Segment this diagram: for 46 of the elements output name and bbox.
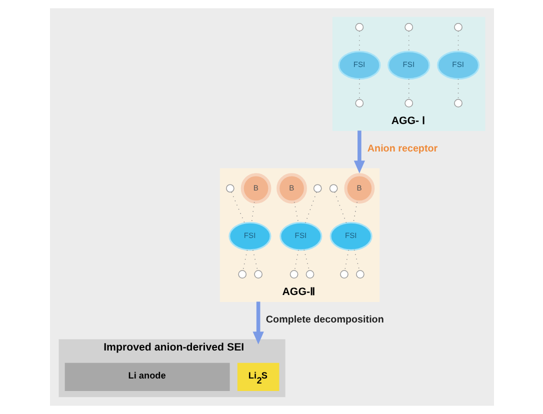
node-circle bbox=[454, 99, 462, 108]
connector bbox=[352, 202, 357, 224]
node-circle bbox=[238, 270, 246, 278]
connector bbox=[344, 250, 349, 271]
connector bbox=[250, 202, 254, 223]
node-circle bbox=[340, 270, 348, 278]
node-circle: B bbox=[344, 173, 374, 204]
connector bbox=[304, 192, 316, 224]
connector bbox=[457, 30, 458, 52]
node-circle bbox=[404, 23, 413, 32]
connector bbox=[408, 30, 409, 52]
connector bbox=[252, 250, 258, 271]
connector bbox=[457, 78, 458, 100]
node-circle bbox=[404, 99, 413, 108]
edge-label: Anion receptor bbox=[366, 143, 438, 154]
connector bbox=[358, 30, 360, 52]
node-ellipse: FSI bbox=[279, 222, 322, 251]
node-ellipse: FSI bbox=[436, 50, 480, 80]
connector bbox=[303, 249, 310, 271]
node-circle bbox=[454, 23, 462, 32]
node-circle bbox=[305, 270, 314, 278]
node-circle bbox=[354, 99, 364, 108]
node-circle bbox=[354, 23, 364, 32]
node-ellipse: FSI bbox=[338, 50, 380, 80]
connector bbox=[294, 250, 298, 271]
node-circle bbox=[312, 184, 322, 193]
node-ellipse: FSI bbox=[329, 222, 372, 251]
node-circle: B bbox=[276, 173, 306, 204]
connector bbox=[334, 192, 346, 224]
connector bbox=[230, 192, 244, 224]
node-box: Li anode bbox=[64, 362, 230, 391]
node-circle: B bbox=[240, 173, 271, 204]
node-circle bbox=[289, 270, 298, 278]
node-circle bbox=[328, 184, 338, 193]
connector bbox=[408, 78, 409, 100]
arrow bbox=[252, 302, 264, 344]
edge-label: Complete decomposition bbox=[265, 314, 384, 326]
node-circle bbox=[254, 270, 262, 278]
arrow bbox=[353, 130, 364, 174]
node-circle bbox=[226, 184, 234, 193]
node-ellipse: FSI bbox=[387, 50, 430, 80]
node-ellipse: FSI bbox=[228, 222, 271, 251]
connector bbox=[293, 202, 298, 224]
node-circle bbox=[356, 270, 364, 278]
connector bbox=[242, 250, 248, 271]
connector bbox=[353, 249, 360, 271]
